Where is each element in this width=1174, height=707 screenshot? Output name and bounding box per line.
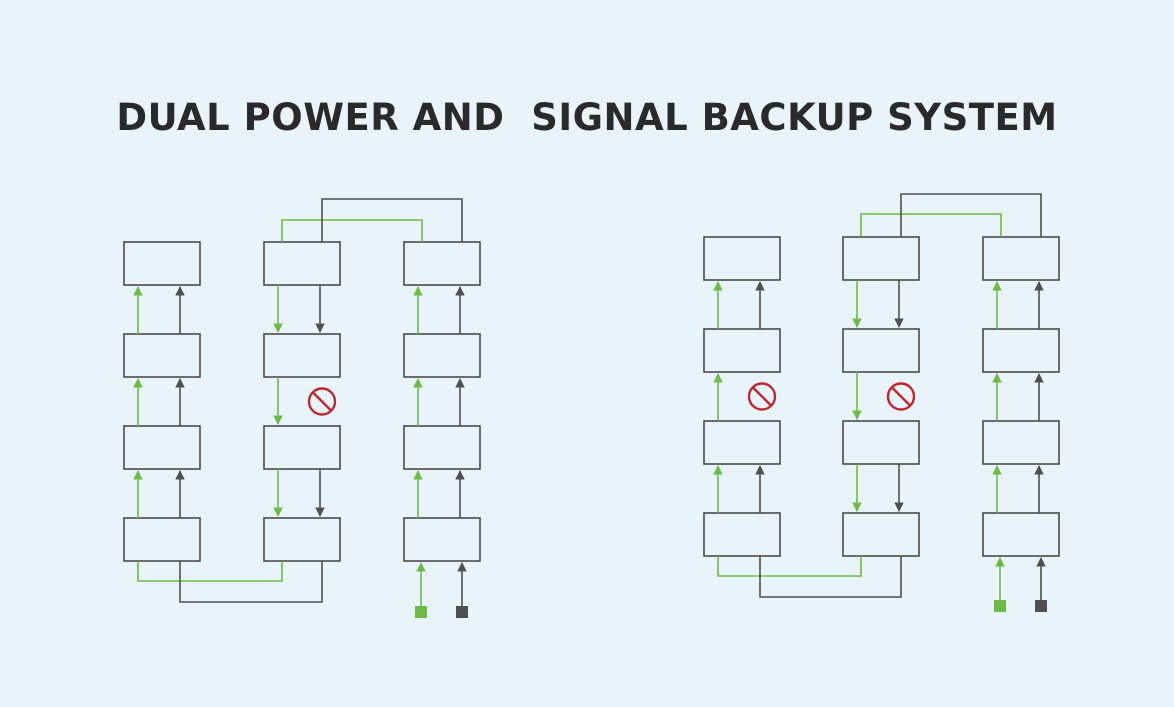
diagram-title: DUAL POWER AND SIGNAL BACKUP SYSTEM <box>116 96 1058 139</box>
module-box-col1-row4 <box>123 517 201 562</box>
diagram-right <box>703 193 1060 612</box>
module-box-col3-row2 <box>403 333 481 378</box>
power-bottom-connector <box>137 561 283 582</box>
signal-bottom-connector <box>759 556 902 598</box>
module-box-col3-row4 <box>403 517 481 562</box>
grey-square-signal-source-icon <box>456 606 468 618</box>
prohibited-icon <box>307 387 337 416</box>
module-box-col3-row1 <box>403 241 481 286</box>
module-box-col1-row3 <box>123 425 201 470</box>
module-box-col2-row4 <box>842 512 920 557</box>
module-box-col1-row2 <box>123 333 201 378</box>
power-bottom-connector <box>717 556 862 577</box>
green-square-power-source-icon <box>415 606 427 618</box>
module-box-col2-row2 <box>842 328 920 373</box>
module-box-col2-row1 <box>263 241 341 286</box>
green-square-power-source-icon <box>994 600 1006 612</box>
power-top-connector <box>281 219 423 242</box>
module-box-col3-row3 <box>403 425 481 470</box>
diagram-left <box>123 198 481 618</box>
module-box-col1-row2 <box>703 328 781 373</box>
power-top-connector <box>860 213 1002 237</box>
module-box-col1-row3 <box>703 420 781 465</box>
prohibited-icon <box>886 382 916 411</box>
module-box-col2-row2 <box>263 333 341 378</box>
signal-top-connector <box>900 193 1042 237</box>
module-box-col1-row1 <box>703 236 781 281</box>
module-box-col2-row3 <box>263 425 341 470</box>
module-box-col2-row4 <box>263 517 341 562</box>
module-box-col2-row3 <box>842 420 920 465</box>
module-box-col3-row3 <box>982 420 1060 465</box>
module-box-col3-row1 <box>982 236 1060 281</box>
grey-square-signal-source-icon <box>1035 600 1047 612</box>
module-box-col2-row1 <box>842 236 920 281</box>
prohibited-icon <box>747 382 777 411</box>
module-box-col3-row2 <box>982 328 1060 373</box>
signal-top-connector <box>321 198 463 242</box>
signal-bottom-connector <box>179 561 323 603</box>
module-box-col1-row1 <box>123 241 201 286</box>
module-box-col3-row4 <box>982 512 1060 557</box>
module-box-col1-row4 <box>703 512 781 557</box>
